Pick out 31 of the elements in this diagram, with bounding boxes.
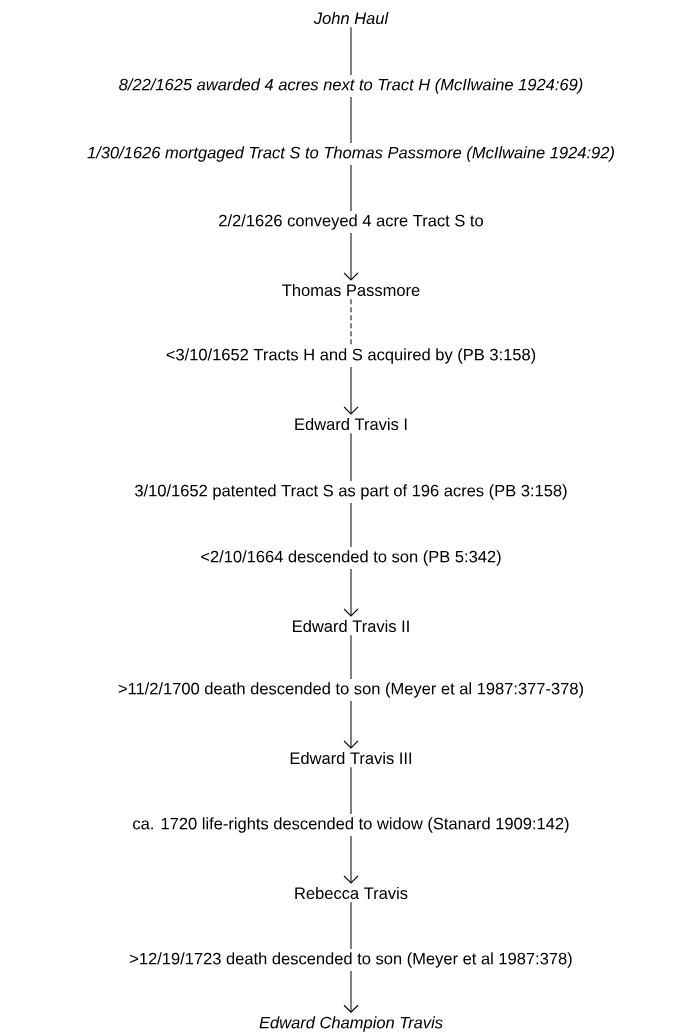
connector-line [350,502,352,548]
event-text: <3/10/1652 Tracts H and S acquired by (PB 3:158) [166,348,536,364]
person-name: John Haul [313,11,389,25]
event-text: 1/30/1626 mortgaged Tract S to Thomas Passmore (McIlwaine 1924:92) [87,146,614,162]
arrow [343,366,359,415]
arrow [343,700,359,749]
connector-line [350,298,352,346]
connector-line [350,634,352,680]
connector-line [350,901,352,950]
person-name: Rebecca Travis [295,886,408,900]
event-text: >12/19/1723 death descended to son (Meyer et al 1987:378) [130,952,572,968]
person-name: Edward Travis II [293,619,409,633]
arrow [343,568,359,617]
connector-line [350,766,352,815]
person-name: Edward Champion Travis [259,1016,443,1032]
event-text: 8/22/1625 awarded 4 acres next to Tract H (McIlwaine 1924:69) [119,78,583,94]
event-text: 2/2/1626 conveyed 4 acre Tract S to [219,214,483,230]
connector-line [350,26,352,76]
arrow [343,232,359,281]
connector-line [350,164,352,212]
event-text: ca. 1720 life-rights descended to widow (Stanard 1909:142) [133,817,569,833]
arrow [343,835,359,884]
person-name: Thomas Passmore [282,283,420,297]
person-name: Edward Travis I [295,417,407,431]
event-text: <2/10/1664 descended to son (PB 5:342) [201,550,501,566]
arrow [343,970,359,1014]
connector-line [350,432,352,482]
event-text: 3/10/1652 patented Tract S as part of 196 acres (PB 3:158) [135,484,567,500]
person-name: Edward Travis III [290,751,412,765]
event-text: >11/2/1700 death descended to son (Meyer et al 1987:377-378) [118,682,583,698]
connector-line [350,96,352,144]
